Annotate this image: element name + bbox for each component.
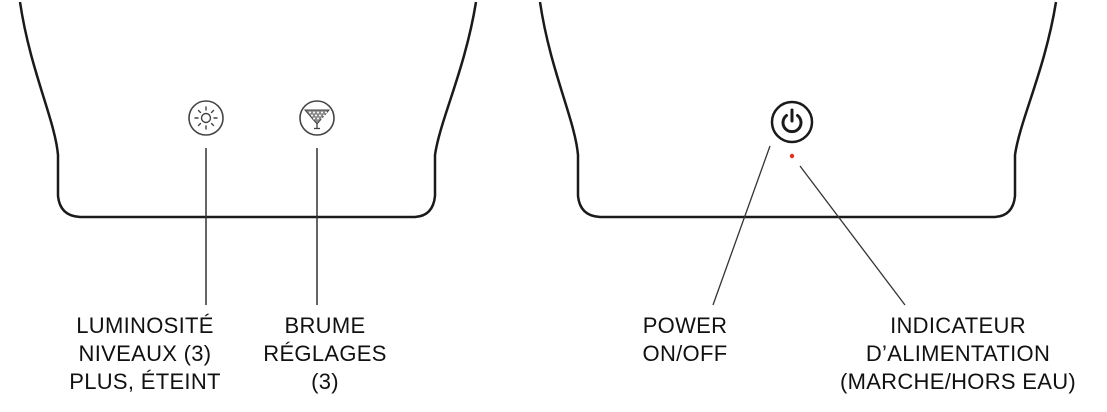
brightness-label-line1: LUMINOSITÉ <box>76 313 214 338</box>
brightness-button[interactable] <box>188 100 224 136</box>
indicator-label-line3: (MARCHE/HORS EAU) <box>839 369 1077 394</box>
mist-label-line2: RÉGLAGES <box>263 341 387 366</box>
mist-button[interactable] <box>299 100 335 136</box>
brightness-label-line2: NIVEAUX (3) <box>78 341 212 366</box>
brightness-label: LUMINOSITÉ NIVEAUX (3) PLUS, ÉTEINT <box>35 312 255 396</box>
indicator-label-line2: D’ALIMENTATION <box>865 341 1051 366</box>
right-bowl-outline <box>538 1 1058 219</box>
brightness-label-line3: PLUS, ÉTEINT <box>69 369 221 394</box>
power-label: POWER ON/OFF <box>615 312 755 368</box>
right-diffuser-body <box>538 1 1058 219</box>
indicator-label: INDICATEUR D’ALIMENTATION (MARCHE/HORS E… <box>818 312 1098 396</box>
sun-icon <box>194 106 218 130</box>
indicator-leader-line <box>799 165 906 306</box>
mist-icon <box>303 109 331 130</box>
mist-label: BRUME RÉGLAGES (3) <box>250 312 400 396</box>
mist-label-line3: (3) <box>311 369 339 394</box>
power-leader-line <box>712 145 771 306</box>
power-button[interactable] <box>770 100 814 144</box>
power-indicator-light <box>789 153 795 159</box>
mist-label-line1: BRUME <box>284 313 366 338</box>
indicator-label-line1: INDICATEUR <box>890 313 1026 338</box>
left-diffuser-body <box>18 1 478 219</box>
left-bowl-outline <box>18 1 478 219</box>
power-label-line1: POWER <box>642 313 728 338</box>
power-icon <box>781 108 803 134</box>
power-label-line2: ON/OFF <box>642 341 728 366</box>
